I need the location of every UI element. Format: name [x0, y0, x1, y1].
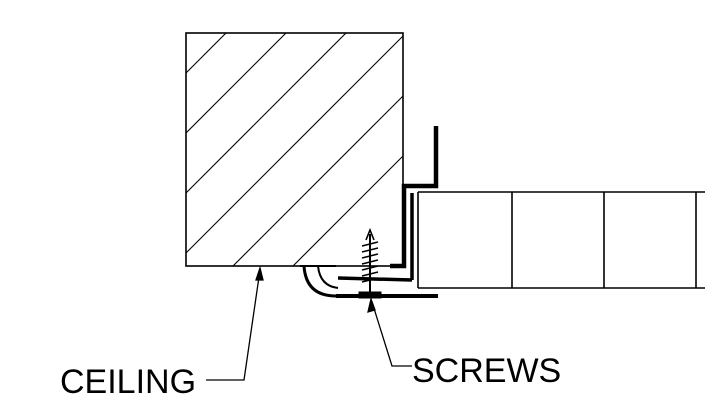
- panel-section: [417, 191, 705, 289]
- ceiling-leader: [206, 269, 261, 381]
- screw-threads: [361, 241, 379, 283]
- ceiling-beam-hatching: [186, 33, 403, 266]
- ceiling-leader-arrow: [255, 265, 264, 281]
- screw-tip: [365, 227, 375, 241]
- trim-channel-profile: [300, 126, 439, 298]
- ceiling-label: CEILING: [60, 363, 196, 401]
- screws-label: SCREWS: [412, 352, 561, 390]
- screw: [358, 227, 382, 299]
- screws-leader: [371, 301, 412, 367]
- trim-outer-profile: [390, 126, 439, 269]
- trim-curved-lip: [302, 265, 337, 298]
- screw-head: [358, 291, 382, 299]
- screws-leader-arrow: [367, 296, 376, 313]
- trim-inner-curve: [317, 265, 339, 289]
- leader-lines: [206, 265, 412, 381]
- ceiling-beam: [185, 32, 404, 267]
